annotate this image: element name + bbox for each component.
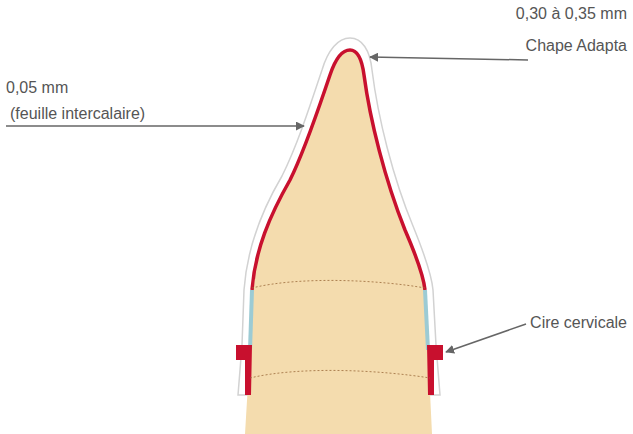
leader-arrow	[446, 324, 526, 352]
margin-zone	[425, 290, 428, 350]
dimension-label: 0,30 à 0,35 mm	[516, 4, 627, 23]
part-label: Cire cervicale	[530, 313, 627, 332]
margin-zone	[250, 290, 252, 350]
cervical-wax	[427, 345, 443, 395]
dashed-line	[250, 370, 430, 378]
dimension-label: 0,05 mm	[6, 78, 68, 97]
spacer-layer	[252, 50, 425, 290]
part-label: Chape Adapta	[526, 36, 627, 55]
cervical-wax	[236, 345, 252, 395]
part-label: (feuille intercalaire)	[10, 104, 145, 123]
dashed-line	[252, 280, 425, 288]
leader-arrow	[370, 57, 528, 60]
leader-arrow	[6, 125, 304, 127]
die	[245, 50, 432, 434]
